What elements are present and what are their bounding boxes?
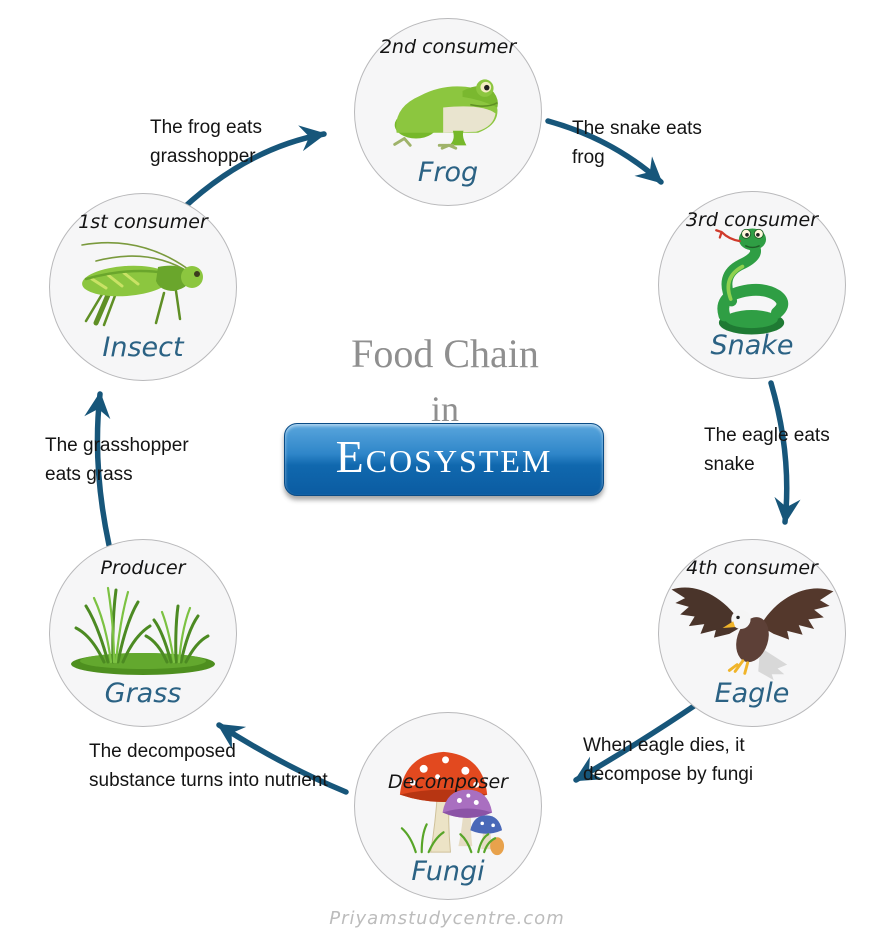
node-snake-name: Snake — [710, 330, 794, 361]
node-frog-role: 2nd consumer — [379, 36, 517, 58]
node-fungi: Decomposer Fungi — [354, 712, 542, 900]
label-grasshopper-eats-grass: The grasshopper eats grass — [45, 435, 189, 485]
grass-icon — [50, 580, 236, 678]
node-fungi-role: Decomposer — [388, 771, 508, 793]
frog-icon — [355, 59, 541, 157]
diagram-title-line2: in — [430, 389, 460, 429]
node-grass-role: Producer — [100, 557, 186, 579]
node-insect-name: Insect — [102, 332, 184, 363]
eagle-icon — [659, 580, 845, 681]
node-frog: 2nd consumer Frog — [354, 18, 542, 206]
node-frog-name: Frog — [417, 157, 479, 188]
mushrooms-icon — [355, 719, 541, 891]
node-grass: Producer — [49, 539, 237, 727]
diagram-title-line1: Food Chain — [351, 331, 539, 376]
label-eagle-eats-snake: The eagle eats snake — [704, 425, 830, 475]
node-insect: 1st consumer Insect — [49, 193, 237, 381]
ecosystem-banner-label: Ecosystem — [335, 430, 553, 482]
node-insect-role: 1st consumer — [78, 211, 208, 233]
watermark: Priyamstudycentre.com — [329, 908, 565, 929]
node-eagle-role: 4th consumer — [686, 557, 818, 579]
node-snake: 3rd consumer Snake — [658, 191, 846, 379]
node-fungi-name: Fungi — [411, 856, 485, 887]
label-snake-eats-frog: The snake eats frog — [572, 118, 702, 168]
node-grass-name: Grass — [104, 678, 182, 709]
node-eagle: 4th consumer Eagle — [658, 539, 846, 727]
node-snake-role: 3rd consumer — [685, 209, 819, 231]
label-frog-eats-grasshopper: The frog eats grasshopper — [150, 117, 262, 167]
ecosystem-banner: Ecosystem — [284, 423, 604, 496]
label-decomposed-substance: The decomposed substance turns into nutr… — [89, 741, 328, 791]
label-eagle-dies-decompose: When eagle dies, it decompose by fungi — [583, 735, 754, 785]
node-eagle-name: Eagle — [714, 678, 790, 709]
grasshopper-icon — [50, 234, 236, 332]
snake-icon — [659, 228, 845, 335]
